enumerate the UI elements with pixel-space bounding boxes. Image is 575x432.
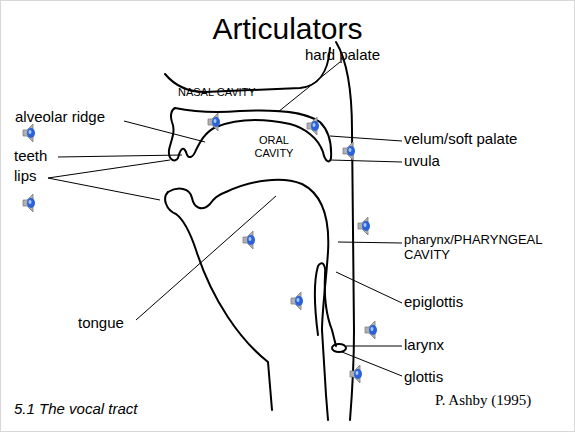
cavity-label: NASAL CAVITY bbox=[178, 86, 256, 99]
leader-line bbox=[330, 160, 402, 162]
part-label: glottis bbox=[404, 368, 443, 385]
speaker-icon bbox=[350, 365, 362, 383]
cavity-label: ORAL CAVITY bbox=[245, 134, 303, 159]
upper-jaw-palate bbox=[169, 108, 331, 161]
part-label: larynx bbox=[404, 336, 444, 353]
leader-line bbox=[48, 178, 160, 200]
figure-caption: 5.1 The vocal tract bbox=[14, 400, 137, 417]
source-credit: P. Ashby (1995) bbox=[435, 392, 531, 409]
leader-line bbox=[330, 136, 402, 141]
epiglottis bbox=[315, 263, 336, 346]
tongue-front-jaw bbox=[165, 192, 272, 410]
speaker-icon bbox=[23, 194, 35, 212]
part-label: alveolar ridge bbox=[15, 108, 105, 125]
leader-line bbox=[58, 155, 182, 157]
leader-line bbox=[338, 242, 402, 243]
glottis-ring bbox=[332, 344, 346, 352]
leader-line bbox=[136, 196, 276, 320]
part-label: pharynx/PHARYNGEAL CAVITY bbox=[404, 233, 569, 263]
speaker-icon bbox=[343, 142, 355, 160]
tongue-body bbox=[226, 180, 328, 330]
leader-line bbox=[346, 346, 402, 347]
speaker-icon bbox=[208, 113, 220, 131]
lower-lip-chin bbox=[168, 189, 226, 209]
speaker-icon bbox=[243, 231, 255, 249]
speaker-icon bbox=[291, 292, 303, 310]
part-label: hard palate bbox=[305, 46, 380, 63]
leader-line bbox=[336, 272, 402, 303]
speaker-icon bbox=[358, 217, 370, 235]
speaker-icon bbox=[23, 124, 35, 142]
diagram-title: Articulators bbox=[0, 12, 575, 47]
speaker-icon bbox=[365, 321, 377, 339]
part-label: teeth bbox=[14, 147, 47, 164]
part-label: tongue bbox=[78, 314, 124, 331]
leader-line bbox=[48, 160, 170, 178]
leader-line bbox=[278, 62, 340, 112]
part-label: uvula bbox=[404, 152, 440, 169]
part-label: velum/soft palate bbox=[404, 130, 517, 147]
part-label: lips bbox=[14, 167, 37, 184]
larynx-front bbox=[322, 330, 328, 420]
pharynx-back-wall bbox=[336, 42, 354, 420]
speaker-icon bbox=[307, 117, 319, 135]
part-label: epiglottis bbox=[404, 293, 463, 310]
leader-line bbox=[124, 121, 205, 142]
